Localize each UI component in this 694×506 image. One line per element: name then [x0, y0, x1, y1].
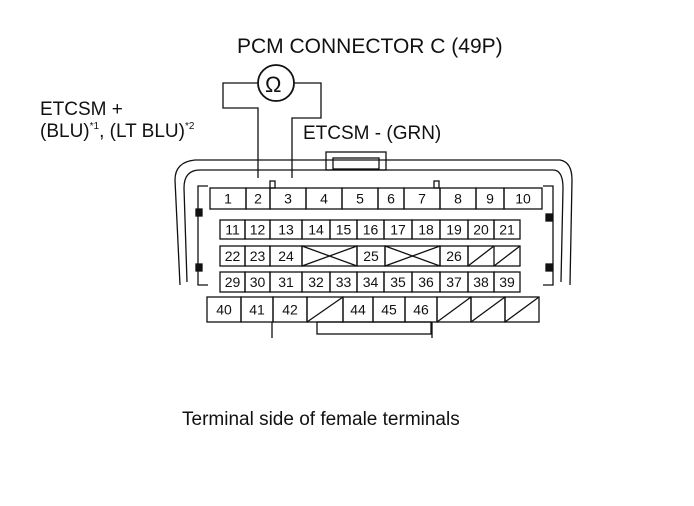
- wire-color-blu: (BLU): [40, 121, 90, 142]
- terminal-number: 11: [225, 222, 240, 238]
- etcsm-minus-label: ETCSM - (GRN): [303, 123, 442, 144]
- unused-cavity-slash: [436, 296, 472, 323]
- etcsm-plus-wire-colors: (BLU)*1, (LT BLU)*2: [40, 121, 194, 143]
- terminal-cavity: [493, 219, 521, 240]
- probe-wire-minus: [291, 82, 322, 178]
- left-bracket: [197, 185, 208, 286]
- blocked-cavity-cross: [384, 245, 441, 267]
- terminal-number: 25: [363, 248, 379, 264]
- terminal-number: 22: [225, 248, 241, 264]
- terminal-number: 7: [418, 191, 426, 207]
- unused-cavity-slash: [504, 296, 540, 323]
- terminal-number: 30: [250, 274, 266, 290]
- terminal-number: 34: [363, 274, 379, 290]
- etcsm-plus-label: ETCSM +: [40, 99, 123, 120]
- terminal-number: 29: [225, 274, 241, 290]
- bottom-key: [316, 321, 432, 335]
- terminal-number: 19: [446, 222, 462, 238]
- terminal-cavity: [493, 271, 521, 293]
- terminal-number: 20: [473, 222, 489, 238]
- footnote-1: *1: [89, 121, 100, 132]
- latch-tab-inner: [332, 157, 380, 170]
- top-pin-mark: [269, 180, 276, 189]
- top-pin-mark: [433, 180, 440, 189]
- probe-wire-plus: [222, 82, 259, 178]
- latch-tab: [325, 151, 387, 171]
- blank-cavity: [504, 296, 540, 323]
- unused-cavity-slash: [467, 245, 495, 267]
- key-mark: [545, 213, 553, 222]
- terminal-number: 18: [418, 222, 434, 238]
- right-bracket: [543, 185, 554, 286]
- terminal-number: 23: [250, 248, 266, 264]
- terminal-number: 5: [356, 191, 364, 207]
- ohm-symbol: Ω: [265, 72, 281, 97]
- terminal-number: 46: [413, 302, 429, 318]
- terminal-number: 10: [515, 191, 531, 207]
- terminal-number: 16: [363, 222, 379, 238]
- terminal-number: 42: [282, 302, 298, 318]
- terminal-number: 26: [446, 248, 462, 264]
- terminal-number: 21: [499, 222, 515, 238]
- terminal-number: 38: [473, 274, 489, 290]
- connector-shell-outer: [174, 159, 573, 286]
- terminal-number: 17: [390, 222, 406, 238]
- terminal-number: 24: [278, 248, 294, 264]
- key-mark: [545, 263, 553, 272]
- terminal-number: 14: [308, 222, 324, 238]
- wire-color-lt-blu: (LT BLU): [109, 121, 185, 142]
- terminal-number: 1: [224, 191, 232, 207]
- terminal-number: 45: [381, 302, 397, 318]
- terminal-number: 2: [254, 191, 262, 207]
- unused-cavity-slash: [470, 296, 506, 323]
- terminal-cavity: [503, 187, 543, 210]
- terminal-number: 44: [350, 302, 366, 318]
- unused-cavity-slash: [493, 245, 521, 267]
- terminal-number: 39: [499, 274, 515, 290]
- key-mark: [195, 208, 203, 217]
- terminal-number: 6: [387, 191, 395, 207]
- terminal-number: 15: [336, 222, 352, 238]
- terminal-number: 40: [216, 302, 232, 318]
- terminal-number: 37: [446, 274, 462, 290]
- terminal-number: 3: [284, 191, 292, 207]
- terminal-number: 35: [390, 274, 406, 290]
- unused-cavity-slash: [306, 296, 344, 323]
- terminal-number: 41: [249, 302, 265, 318]
- terminal-number: 13: [278, 222, 294, 238]
- separator: ,: [99, 121, 110, 142]
- caption: Terminal side of female terminals: [182, 409, 460, 430]
- terminal-number: 32: [308, 274, 324, 290]
- terminal-number: 8: [454, 191, 462, 207]
- terminal-number: 31: [278, 274, 294, 290]
- blocked-cavity-cross: [301, 245, 358, 267]
- footnote-2: *2: [184, 121, 195, 132]
- terminal-number: 12: [250, 222, 266, 238]
- terminal-number: 36: [418, 274, 434, 290]
- connector-title: PCM CONNECTOR C (49P): [237, 35, 503, 58]
- terminal-number: 9: [486, 191, 494, 207]
- terminal-number: 4: [320, 191, 328, 207]
- terminal-number: 33: [336, 274, 352, 290]
- key-mark: [195, 263, 203, 272]
